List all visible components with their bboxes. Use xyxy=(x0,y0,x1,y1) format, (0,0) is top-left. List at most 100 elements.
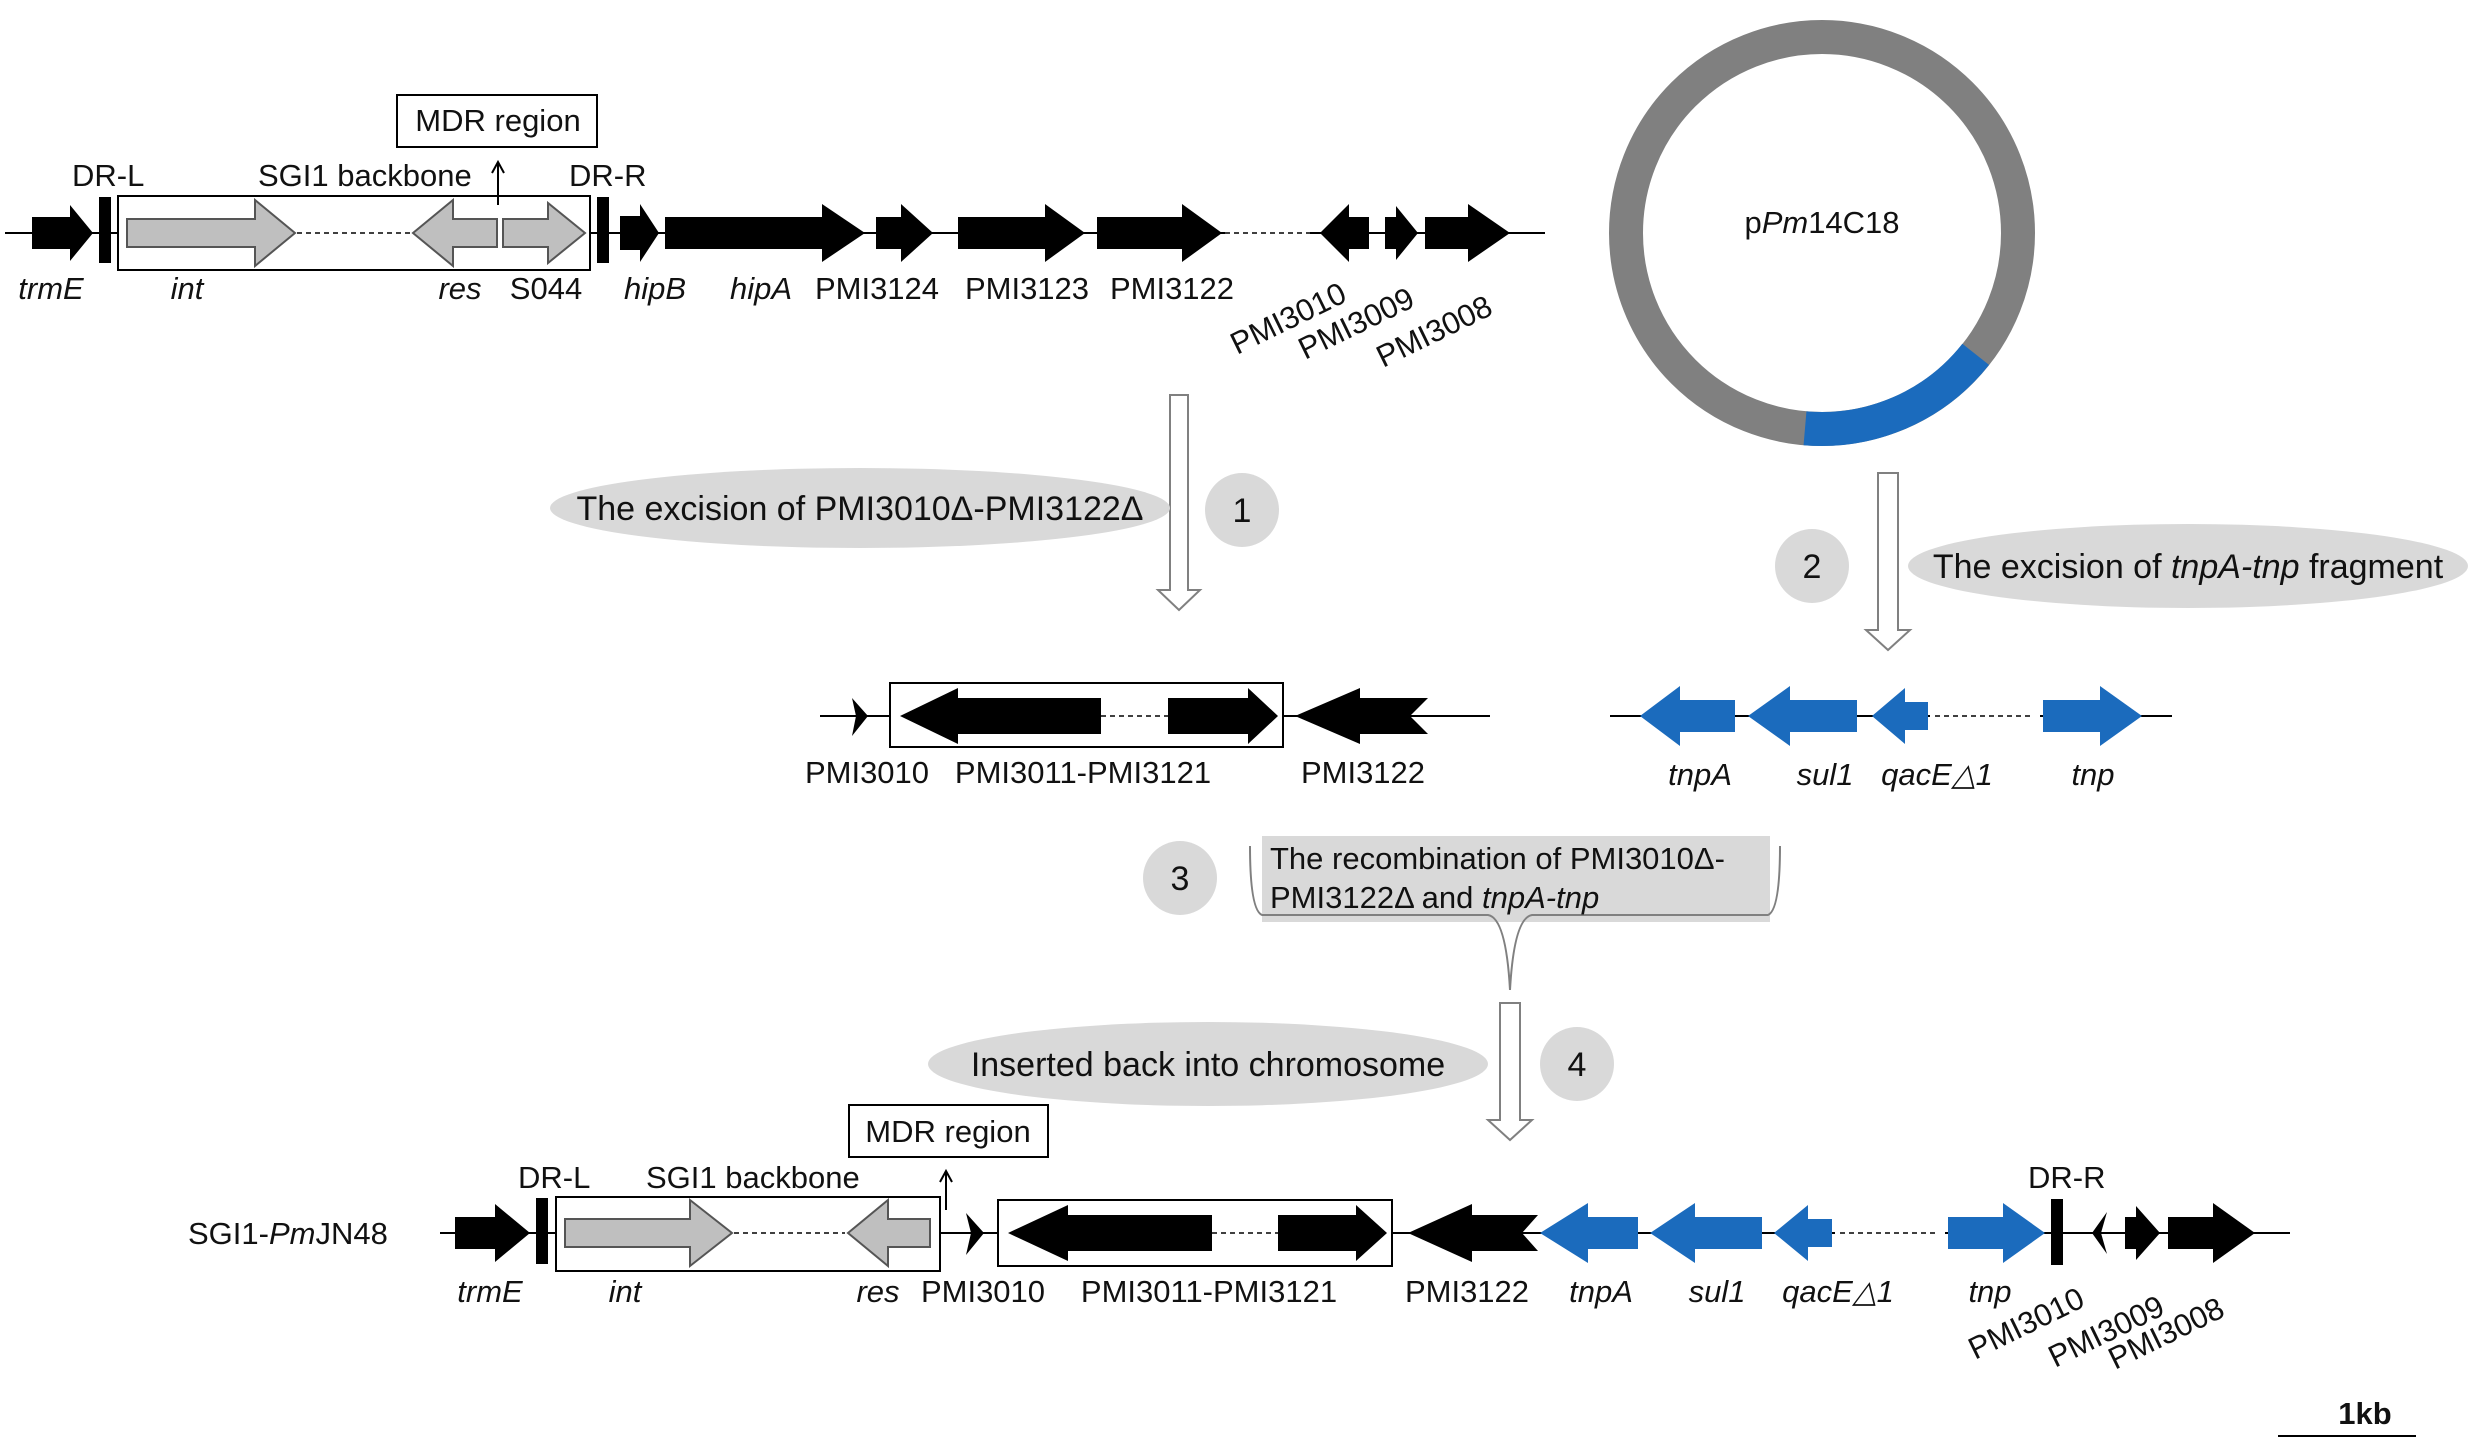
bottom-pmi3122-label: PMI3122 xyxy=(1405,1274,1529,1309)
step-1: The excision of PMI3010Δ-PMI3122Δ 1 xyxy=(550,394,1279,612)
bottom-res-arrow xyxy=(846,1197,931,1269)
bottom-sgi1-backbone-label: SGI1 backbone xyxy=(646,1160,860,1195)
pmi3122-gene-arrow xyxy=(1097,204,1222,262)
bottom-pmi3010a-label: PMI3010 xyxy=(921,1274,1045,1309)
bottom-res-label: res xyxy=(856,1274,899,1309)
bottom-pmi3121-right-arrow xyxy=(1278,1205,1387,1261)
pmi3123-gene-arrow xyxy=(958,204,1085,262)
pmi3008-gene-arrow xyxy=(1425,204,1510,262)
mdr-region-box xyxy=(396,94,598,148)
plasmid-name: pPm14C18 xyxy=(1744,205,1899,240)
trmE-label: trmE xyxy=(18,271,84,306)
mid-pmi3010-arrow xyxy=(852,698,868,736)
step-4-arrow xyxy=(1485,1002,1535,1142)
step-2: 2 The excision of tnpA-tnp fragment xyxy=(1775,472,2468,652)
s044-label: S044 xyxy=(510,271,582,306)
step-1-number: 1 xyxy=(1233,492,1252,530)
mid-tnp-label: tnp xyxy=(2071,757,2114,792)
step-2-oval xyxy=(1908,524,2468,608)
mid-pmi3122-arrow xyxy=(1295,688,1428,744)
step-2-number: 2 xyxy=(1803,548,1822,586)
bottom-tnpA-arrow xyxy=(1540,1203,1638,1263)
hipB-gene-arrow xyxy=(620,204,659,262)
mid-qacE-label: qacE△1 xyxy=(1881,757,1993,792)
step-4-oval xyxy=(928,1022,1488,1106)
int-label: int xyxy=(171,271,205,306)
mid-sul1-label: sul1 xyxy=(1797,757,1854,792)
mdr-region-label: MDR region xyxy=(415,103,580,138)
sgi1-backbone-label: SGI1 backbone xyxy=(258,158,472,193)
mid-pmi3011-left-arrow xyxy=(900,688,1101,744)
bottom-pmi3011-left-arrow xyxy=(1008,1205,1212,1261)
trmE-gene-arrow xyxy=(32,205,93,261)
pmi3010-gene-arrow xyxy=(1320,204,1369,262)
bottom-tnpA-label: tnpA xyxy=(1569,1274,1633,1309)
bottom-pmi3008-arrow xyxy=(2168,1203,2255,1263)
pmi3124-label: PMI3124 xyxy=(815,271,939,306)
plasmid-tnpA-tnp-segment xyxy=(1803,343,1990,446)
mid-tnpA-arrow xyxy=(1640,686,1735,746)
pmi3124-gene-arrow xyxy=(876,204,933,262)
bottom-tnp-arrow xyxy=(1948,1203,2045,1263)
bottom-pmi3010b-arrow xyxy=(2092,1212,2107,1254)
mid-pmi3121-right-arrow xyxy=(1168,688,1278,744)
bottom-mdr-region-label: MDR region xyxy=(865,1114,1030,1149)
step-4-badge xyxy=(1540,1027,1614,1101)
dr-left-marker xyxy=(99,197,111,263)
bottom-qacE-arrow xyxy=(1774,1205,1832,1261)
dr-right-marker xyxy=(597,197,609,263)
mid-tnp-arrow xyxy=(2043,686,2142,746)
bottom-pmi3010a-arrow xyxy=(966,1213,984,1255)
step-1-arrow xyxy=(1155,394,1203,612)
step-3-number: 3 xyxy=(1171,860,1190,898)
step-3-line2: PMI3122Δ and tnpA-tnp xyxy=(1270,880,1599,915)
tnpA-tnp-fragment: tnpA sul1 qacE△1 tnp xyxy=(1610,686,2172,792)
step-1-oval xyxy=(550,468,1170,548)
step-4-number: 4 xyxy=(1568,1046,1587,1084)
bottom-dr-right-label: DR-R xyxy=(2028,1160,2106,1195)
bottom-sul1-arrow xyxy=(1650,1203,1762,1263)
bottom-pmi3122-arrow xyxy=(1408,1204,1538,1262)
step-1-text: The excision of PMI3010Δ-PMI3122Δ xyxy=(576,490,1143,528)
bottom-mdr-region-box xyxy=(848,1104,1049,1158)
step-2-text: The excision of tnpA-tnp fragment xyxy=(1933,548,2444,586)
excised-pmi-fragment: PMI3010 PMI3011-PMI3121 PMI3122 xyxy=(805,682,1490,790)
bottom-pmi3011-3121-label: PMI3011-PMI3121 xyxy=(1081,1274,1337,1309)
bottom-dr-right-marker xyxy=(2051,1199,2063,1265)
bottom-int-label: int xyxy=(609,1274,643,1309)
mid-sul1-arrow xyxy=(1748,686,1857,746)
mid-qacE-arrow xyxy=(1872,688,1928,744)
scale-bar-label: 1kb xyxy=(2338,1396,2391,1431)
mid-pmi3122-label: PMI3122 xyxy=(1301,755,1425,790)
bottom-dr-left-marker xyxy=(536,1198,548,1264)
plasmid: pPm14C18 xyxy=(1609,20,2035,446)
scale-bar: 1kb xyxy=(2278,1396,2416,1437)
step-2-arrow xyxy=(1863,472,1913,652)
hipA-gene-arrow xyxy=(665,204,865,262)
hipA-label: hipA xyxy=(730,271,792,306)
bottom-qacE-label: qacE△1 xyxy=(1782,1274,1894,1309)
step-2-badge xyxy=(1775,529,1849,603)
step-3-line1: The recombination of PMI3010Δ- xyxy=(1270,841,1725,876)
dr-right-label: DR-R xyxy=(569,158,647,193)
res-label: res xyxy=(438,271,481,306)
bottom-tnp-label: tnp xyxy=(1968,1274,2011,1309)
step-3-badge xyxy=(1143,841,1217,915)
bottom-trmE-label: trmE xyxy=(457,1274,523,1309)
hipB-label: hipB xyxy=(624,271,686,306)
bottom-dr-left-label: DR-L xyxy=(518,1160,590,1195)
step-4: Inserted back into chromosome 4 xyxy=(928,1002,1614,1142)
step-3: 3 The recombination of PMI3010Δ- PMI3122… xyxy=(1143,836,1781,991)
step-4-text: Inserted back into chromosome xyxy=(971,1046,1445,1084)
step-1-badge xyxy=(1205,473,1279,547)
bottom-sul1-label: sul1 xyxy=(1689,1274,1746,1309)
res-gene-arrow xyxy=(411,197,498,269)
top-genetic-map: MDR region SGI1 backbone DR-L DR-R trmE … xyxy=(5,94,1545,374)
bottom-trmE-arrow xyxy=(455,1204,530,1262)
pmi3009-gene-arrow xyxy=(1385,206,1418,260)
pmi3123-label: PMI3123 xyxy=(965,271,1089,306)
mid-tnpA-label: tnpA xyxy=(1668,757,1732,792)
mid-pmi3010-label: PMI3010 xyxy=(805,755,929,790)
step-3-box xyxy=(1262,836,1770,922)
